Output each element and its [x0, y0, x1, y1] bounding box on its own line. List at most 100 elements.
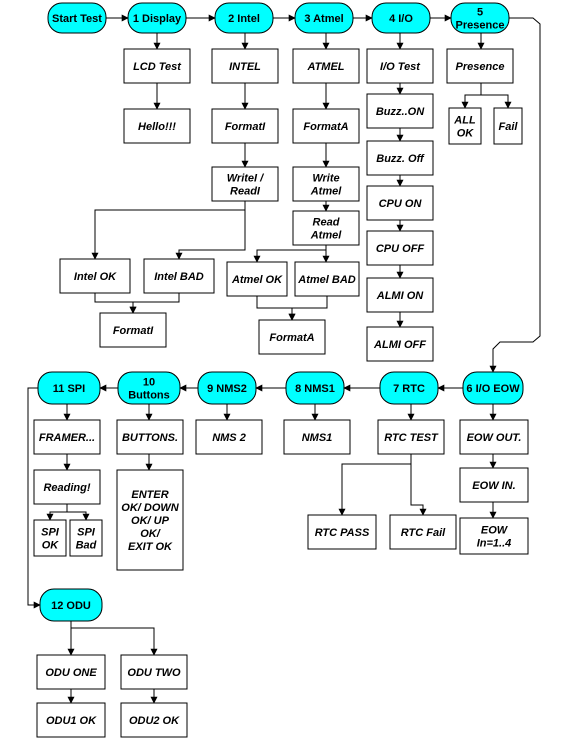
- node-formata-2: FormatA: [258, 319, 326, 355]
- step-cpu-on-shape: [366, 185, 434, 221]
- node-label: RTC PASS: [315, 527, 370, 539]
- node-label: Read: [313, 217, 340, 229]
- node-label: ODU2 OK: [129, 715, 180, 727]
- stage-presence-shape: [450, 2, 510, 34]
- node-nms1: 8 NMS1: [285, 371, 345, 405]
- step-eow-in-shape: [459, 467, 529, 503]
- node-label: ENTER: [131, 489, 168, 501]
- node-label: INTEL: [229, 61, 261, 73]
- node-cpu-off: CPU OFF: [366, 230, 434, 266]
- node-label: CPU OFF: [376, 243, 425, 255]
- node-label: ODU1 OK: [46, 715, 97, 727]
- node-intel-box: INTEL: [211, 48, 279, 84]
- step-alm-off-shape: [366, 326, 434, 362]
- edge-reading-to-spi_ok: [46, 504, 68, 521]
- node-label: FormatA: [269, 332, 314, 344]
- node-eow-out: EOW OUT.: [459, 419, 529, 455]
- step-atmel-bad-shape: [294, 261, 360, 297]
- node-atmel-bad: Atmel BAD: [294, 261, 360, 297]
- node-display: 1 Display: [127, 2, 187, 34]
- node-atmel: 3 Atmel: [294, 2, 354, 34]
- node-label: Atmel: [310, 230, 343, 242]
- node-spi: 11 SPI: [37, 371, 101, 405]
- node-label: CPU ON: [379, 198, 423, 210]
- stage-odu-shape: [39, 588, 103, 622]
- edge-intel_bad-to-formati_2: [129, 293, 180, 314]
- edge-presence_box-to-fail_presence: [480, 83, 512, 109]
- step-odu2-ok-shape: [120, 702, 188, 738]
- stage-nms1-shape: [285, 371, 345, 405]
- node-label: OK/: [140, 528, 162, 540]
- step-intel-ok-shape: [59, 258, 131, 294]
- edge-rtc_test-to-rtc_pass: [338, 454, 412, 516]
- step-reading-shape: [33, 469, 101, 505]
- stage-buttons-shape: [117, 371, 181, 405]
- node-label: Presence: [456, 20, 505, 32]
- node-label: Buzz. Off: [376, 153, 425, 165]
- node-atmel-ok: Atmel OK: [226, 261, 288, 297]
- step-write-readi-shape: [211, 166, 279, 202]
- node-label: ALMI ON: [376, 290, 424, 302]
- step-buttons-seq-shape: [116, 469, 184, 571]
- node-label: 6 I/O EOW: [466, 383, 520, 395]
- node-label: BUTTONS.: [122, 432, 178, 444]
- step-all-ok-shape: [448, 107, 482, 145]
- node-label: FormatA: [303, 121, 348, 133]
- node-label: 5: [477, 7, 483, 19]
- node-odu-one: ODU ONE: [36, 654, 106, 690]
- node-label: SPI: [77, 527, 96, 539]
- node-intel: 2 Intel: [214, 2, 274, 34]
- step-intel-box-shape: [211, 48, 279, 84]
- stage-nms2-shape: [197, 371, 257, 405]
- node-label: Fail: [499, 121, 519, 133]
- node-formata-1: FormatA: [292, 108, 360, 144]
- node-label: EXIT OK: [128, 541, 173, 553]
- node-buzz-off: Buzz. Off: [366, 140, 434, 176]
- stage-io-eow-shape: [462, 371, 524, 405]
- edge-presence-to-io_eow: [489, 17, 541, 373]
- step-cpu-off-shape: [366, 230, 434, 266]
- node-label: Atmel: [310, 186, 343, 198]
- step-spi-ok-shape: [33, 519, 67, 557]
- node-alm-off: ALMI OFF: [366, 326, 434, 362]
- node-odu: 12 ODU: [39, 588, 103, 622]
- node-reading: Reading!: [33, 469, 101, 505]
- node-odu-two: ODU TWO: [120, 654, 188, 690]
- node-label: 9 NMS2: [207, 383, 247, 395]
- edge-read_atmel-to-atmel_ok: [253, 245, 327, 263]
- step-odu1-ok-shape: [36, 702, 106, 738]
- node-label: In=1..4: [477, 538, 512, 550]
- node-rtc: 7 RTC: [379, 371, 439, 405]
- step-read-atmel-shape: [292, 210, 360, 246]
- node-label: ReadI: [230, 186, 261, 198]
- node-label: Atmel OK: [231, 274, 283, 286]
- node-label: 11 SPI: [53, 383, 85, 395]
- step-rtc-pass-shape: [307, 514, 377, 550]
- step-odu-two-shape: [120, 654, 188, 690]
- step-formata-1-shape: [292, 108, 360, 144]
- node-rtc-fail: RTC Fail: [389, 514, 457, 550]
- step-nms1-box-shape: [283, 419, 351, 455]
- node-label: ODU ONE: [45, 667, 97, 679]
- node-framer: FRAMER...: [33, 419, 101, 455]
- node-label: Buttons: [128, 390, 170, 402]
- node-buzz-on: Buzz..ON: [366, 93, 434, 129]
- node-label: EOW OUT.: [467, 432, 522, 444]
- edge-atmel_ok-to-formata_2: [256, 296, 296, 321]
- edge-odu-to-odu_two: [71, 627, 158, 656]
- node-label: 8 NMS1: [295, 383, 335, 395]
- node-io: 4 I/O: [371, 2, 431, 34]
- node-label: OK/ UP: [131, 515, 170, 527]
- step-buzz-off-shape: [366, 140, 434, 176]
- node-label: OK: [42, 540, 60, 552]
- step-hello-shape: [123, 108, 191, 144]
- node-label: EOW: [481, 525, 509, 537]
- node-alm-on: ALMI ON: [366, 277, 434, 313]
- stage-start-test-shape: [47, 2, 107, 34]
